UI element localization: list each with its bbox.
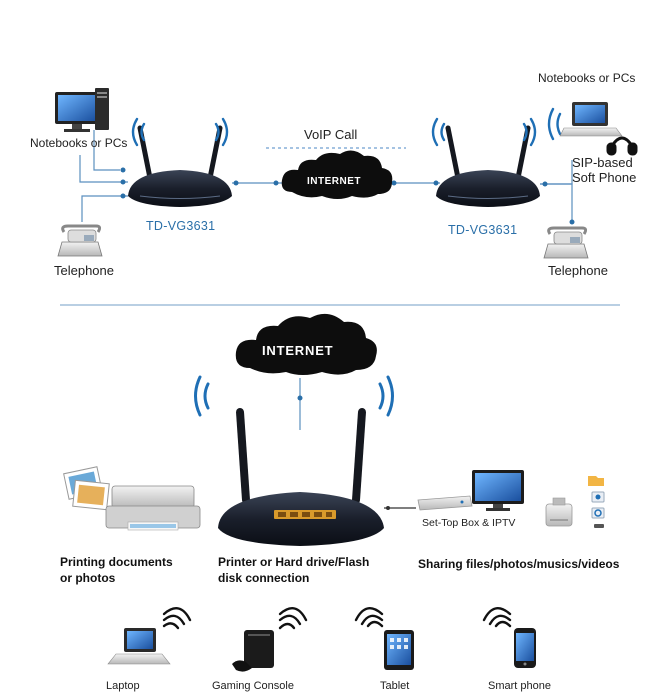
device-label-tablet: Tablet [380, 680, 410, 692]
caption-printer-line1: Printer or Hard drive/Flash [218, 555, 370, 569]
wifi-waves-icon [162, 607, 192, 630]
wifi-waves-icon [278, 607, 308, 630]
usb-storage-icon [545, 497, 573, 527]
settop-box-icon [417, 495, 473, 511]
right-telephone-label: Telephone [548, 263, 608, 278]
photos-icon [63, 466, 110, 511]
telephone-icon [543, 226, 589, 259]
wifi-waves-icon [431, 107, 562, 147]
smartphone-icon [514, 628, 536, 668]
caption-printing-line2: or photos [60, 571, 116, 585]
tablet-icon [384, 630, 414, 670]
caption-sharing: Sharing files/photos/musics/videos [418, 557, 620, 571]
device-label-laptop: Laptop [106, 680, 140, 692]
settop-label: Set-Top Box & IPTV [422, 517, 516, 529]
top-internet-cloud-label: INTERNET [307, 176, 361, 187]
wifi-waves-icon [482, 607, 512, 628]
caption-printer-line2: disk connection [218, 571, 310, 585]
wifi-waves-icon [194, 375, 394, 417]
left-telephone-label: Telephone [54, 263, 114, 278]
device-label-smartphone: Smart phone [488, 680, 551, 692]
caption-printing-line1: Printing documents [60, 555, 173, 569]
internet-cloud-icon [235, 313, 377, 375]
laptop-icon [107, 628, 171, 665]
right-router-model: TD-VG3631 [448, 223, 518, 237]
headset-icon [606, 136, 638, 156]
laptop-icon [559, 102, 623, 137]
device-label-gaming-console: Gaming Console [212, 680, 294, 692]
section-divider [60, 304, 620, 306]
wifi-waves-icon [354, 607, 384, 628]
connector-dots [120, 167, 575, 225]
left-router-model: TD-VG3631 [146, 219, 216, 233]
bottom-internet-cloud-label: INTERNET [262, 343, 334, 358]
right-softphone-label-line2: Soft Phone [572, 170, 637, 185]
monitor-icon [472, 470, 524, 511]
left-connection-lines [79, 130, 573, 222]
wifi-waves-icon [131, 117, 229, 147]
left-notebooks-label: Notebooks or PCs [30, 136, 128, 150]
internet-cloud-icon [281, 150, 393, 199]
right-softphone-label-line1: SIP-based [572, 155, 633, 170]
voip-call-label: VoIP Call [304, 127, 358, 142]
gaming-console-icon [232, 630, 274, 672]
desktop-pc-icon [55, 88, 109, 132]
file-icons [588, 476, 605, 528]
router-icon [218, 408, 384, 546]
telephone-icon [57, 224, 103, 257]
printer-icon [105, 485, 201, 531]
right-notebooks-label: Notebooks or PCs [538, 71, 636, 85]
